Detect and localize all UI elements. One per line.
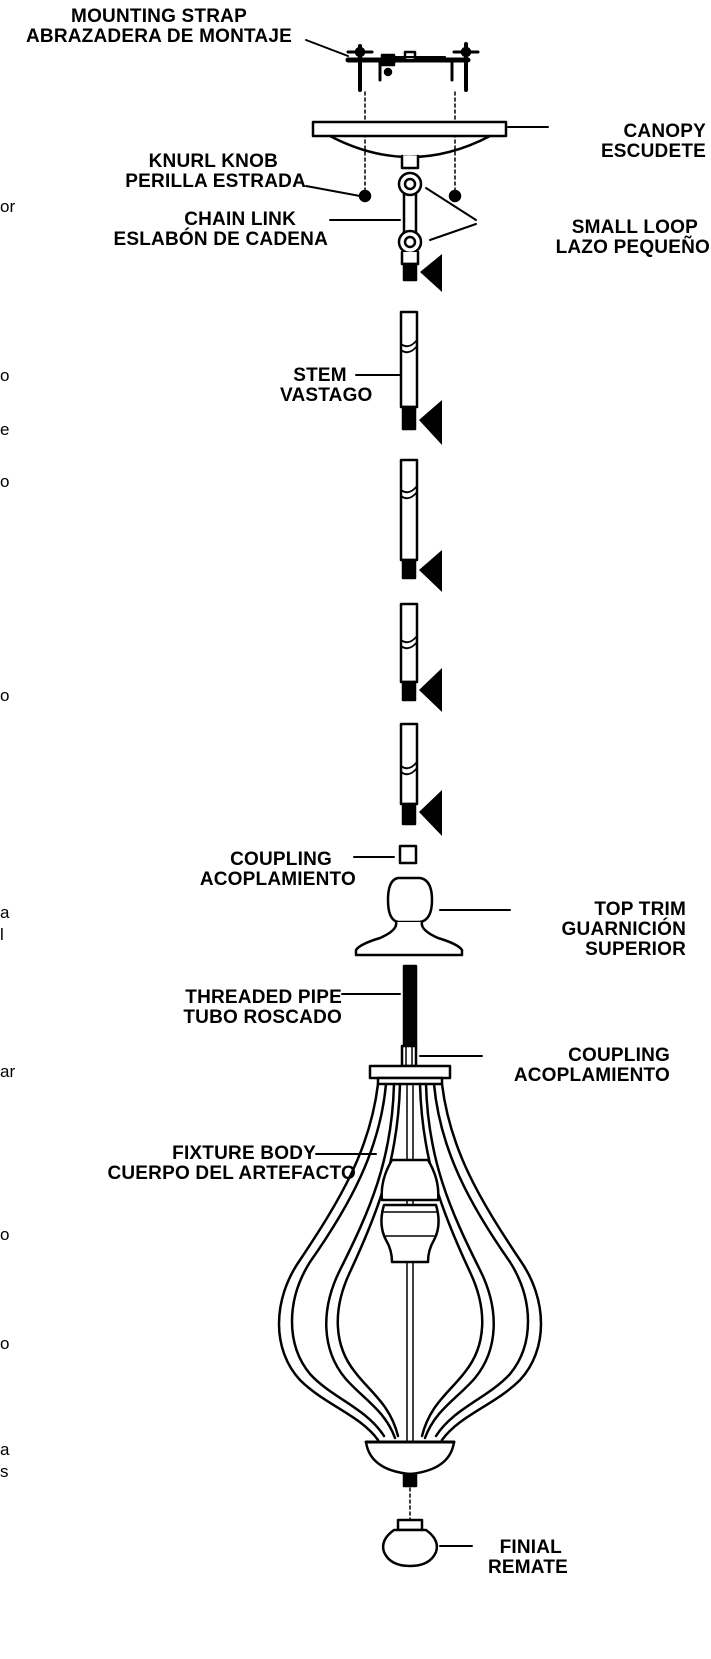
threaded-pipe-part xyxy=(402,964,418,1048)
label-small-loop: SMALL LOOP LAZO PEQUEÑO xyxy=(555,217,710,258)
finial-part xyxy=(381,1518,439,1568)
edge-fragment: ar xyxy=(0,1062,16,1081)
edge-fragment: a xyxy=(0,1440,10,1459)
stem-segment-4 xyxy=(399,722,419,826)
label-knurl-knob: KNURL KNOB PERILLA ESTRADA xyxy=(125,151,306,192)
label-coupling-upper: COUPLING ACOPLAMIENTO xyxy=(199,849,356,890)
label-canopy: CANOPY ESCUDETE xyxy=(600,121,706,162)
label-coupling-lower: COUPLING ACOPLAMIENTO xyxy=(513,1045,670,1086)
knurl-knob-left xyxy=(358,189,372,203)
label-stem: STEM VASTAGO xyxy=(280,365,373,406)
stem-segment-1 xyxy=(399,310,419,431)
chain-link-part xyxy=(397,171,423,282)
label-finial: FINIAL REMATE xyxy=(487,1537,568,1578)
label-top-trim: TOP TRIM GUARNICIÓN SUPERIOR xyxy=(561,899,686,960)
edge-fragment: o xyxy=(0,1334,10,1353)
label-mounting-strap: MOUNTING STRAP ABRAZADERA DE MONTAJE xyxy=(26,6,292,47)
edge-fragment: o xyxy=(0,366,10,385)
label-chain-link: CHAIN LINK ESLABÓN DE CADENA xyxy=(113,209,328,250)
stem-segment-3 xyxy=(399,602,419,702)
edge-fragment: s xyxy=(0,1462,9,1481)
edge-fragment: e xyxy=(0,420,10,439)
mounting-strap-part xyxy=(345,42,480,92)
label-fixture-body: FIXTURE BODY CUERPO DEL ARTEFACTO xyxy=(107,1143,356,1184)
edge-fragment: l xyxy=(0,925,4,944)
stem-segment-2 xyxy=(399,458,419,580)
fixture-body-part xyxy=(277,1044,543,1488)
edge-fragment: o xyxy=(0,1225,10,1244)
coupling-upper-part xyxy=(398,844,418,865)
knurl-knob-right xyxy=(448,189,462,203)
edge-fragment: a xyxy=(0,903,10,922)
edge-fragment: or xyxy=(0,197,16,216)
canopy-part xyxy=(311,120,508,170)
edge-fragment: o xyxy=(0,686,10,705)
edge-fragment: o xyxy=(0,472,10,491)
top-trim-part xyxy=(354,876,464,957)
label-threaded-pipe: THREADED PIPE TUBO ROSCADO xyxy=(183,987,342,1028)
